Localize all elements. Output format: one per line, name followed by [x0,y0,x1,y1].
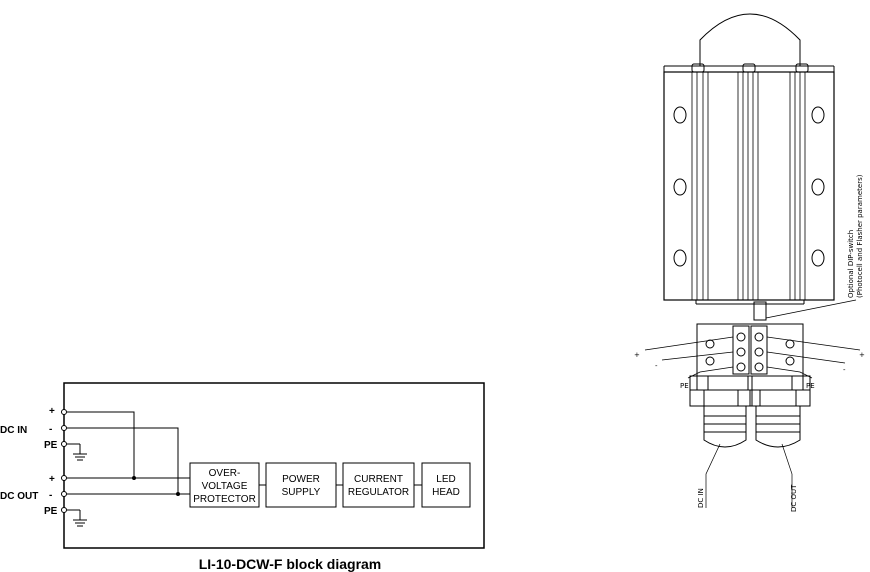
gland-dc-in-label: DC IN [697,488,705,508]
plate-screw [705,339,715,349]
pe-screw-left [689,375,698,391]
block-diagram-frame [63,382,485,549]
terminal-block-right [750,325,768,375]
block-line: SUPPLY [282,487,321,498]
terminal-minus-left-label: - [655,362,658,370]
heatsink-body [663,71,835,301]
block-led-head: LED HEAD [421,462,471,508]
plate-screw [705,356,715,366]
terminal-minus-bottom-label: - [49,490,52,501]
block-current-regulator: CURRENT REGULATOR [342,462,415,508]
terminal-minus-top [61,425,67,431]
gland-dc-out-label: DC OUT [790,484,798,512]
block-diagram-caption: LI-10-DCW-F block diagram [199,556,382,572]
junction-dot-minus [176,492,180,496]
block-line: REGULATOR [348,487,409,498]
terminal-plus-bottom [61,475,67,481]
mounting-slots [673,106,825,267]
terminal-dc-out-label: DC OUT [0,491,38,502]
block-line: LED [436,474,455,485]
terminal-dc-in-label: DC IN [0,425,27,436]
cable-gland-left [689,375,753,448]
terminal-plus-top-label: + [49,406,55,417]
terminal-pe-left-label: PE [680,382,689,390]
dip-switch [753,301,767,321]
device-drawing: Optional DIP-switch (Photocell and Flash… [634,13,865,512]
dome-lens [699,13,801,66]
block-line: VOLTAGE [202,481,248,492]
terminal-minus-right-label: - [843,366,846,374]
terminal-leaders [644,336,861,379]
cable-gland-right [749,375,811,448]
heatsink-fins [691,72,806,300]
block-diagram: + DC IN - PE + DC OUT - PE [0,382,485,572]
dip-switch-note-2: (Photocell and Flasher parameters) [856,174,864,298]
block-line: POWER [282,474,320,485]
block-line: OVER- [209,468,241,479]
plate-screw [785,356,795,366]
block-line: CURRENT [354,474,403,485]
wiring [67,411,190,511]
block-power-supply: POWER SUPPLY [265,462,337,508]
terminal-plus-left-label: + [634,351,640,359]
block-line: HEAD [432,487,460,498]
terminal-plate [696,323,804,377]
terminal-minus-top-label: - [49,424,52,435]
terminal-plus-right-label: + [859,351,865,359]
dc-out-leader [781,443,793,508]
terminal-plus-bottom-label: + [49,474,55,485]
terminal-pe-bottom-label: PE [44,506,58,517]
ground-symbol-bottom [73,510,87,527]
terminal-plus-top [61,409,67,415]
terminal-block-left [732,325,750,375]
plate-screw [785,339,795,349]
terminal-circles [61,409,67,513]
dc-in-leader [705,443,721,508]
terminal-pe-bottom [61,507,67,513]
terminal-pe-top-label: PE [44,440,58,451]
junction-dot-plus [132,476,136,480]
dip-switch-note-1: Optional DIP-switch [847,230,855,298]
block-over-voltage-protector: OVER- VOLTAGE PROTECTOR [189,462,260,508]
top-bolts [691,63,809,73]
block-line: PROTECTOR [193,494,256,505]
ground-symbol-top [73,444,87,461]
terminal-minus-bottom [61,491,67,497]
terminal-pe-top [61,441,67,447]
dip-switch-leader [765,299,857,319]
